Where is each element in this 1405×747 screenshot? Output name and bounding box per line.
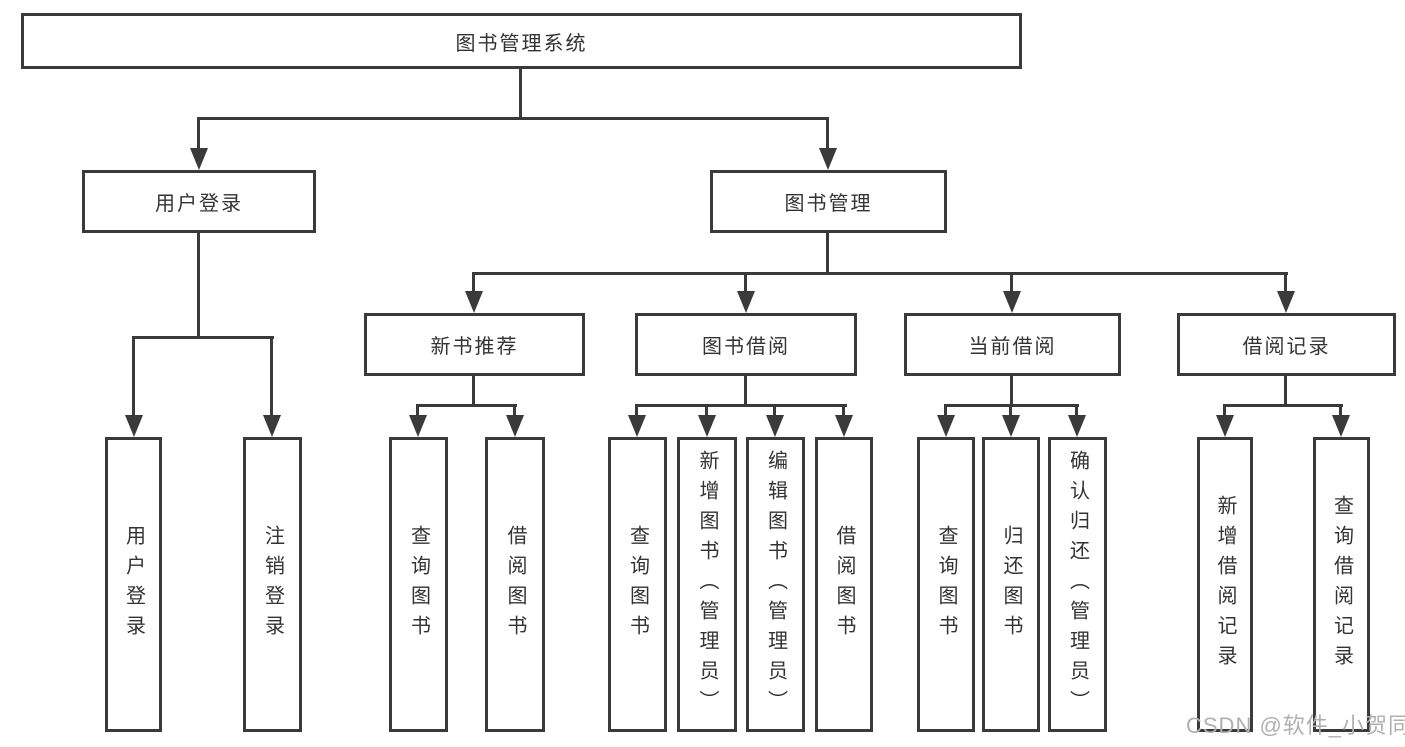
connector-vline bbox=[744, 376, 747, 407]
leaf-edit-books-admin: 编辑图书（管理员） bbox=[746, 437, 805, 732]
connector-vline bbox=[513, 404, 516, 418]
leaf-query-books-recommend: 查询图书 bbox=[389, 437, 448, 732]
leaf-confirm-return-admin: 确认归还（管理员） bbox=[1048, 437, 1107, 732]
csdn-watermark: CSDN @软件_小贺同学 bbox=[1186, 713, 1405, 738]
connector-vline bbox=[197, 233, 200, 339]
leaf-query-books-borrow: 查询图书 bbox=[608, 437, 667, 732]
leaf-return-books: 归还图书 bbox=[982, 437, 1040, 732]
leaf-label: 归还图书 bbox=[1000, 524, 1022, 645]
arrow-down-icon bbox=[1003, 291, 1021, 313]
node-current-borrow: 当前借阅 bbox=[904, 313, 1121, 376]
leaf-label: 编辑图书（管理员） bbox=[764, 449, 787, 720]
connector-vline bbox=[705, 404, 708, 418]
leaf-user-login: 用户登录 bbox=[105, 437, 162, 732]
leaf-add-borrow-record: 新增借阅记录 bbox=[1197, 437, 1253, 732]
leaf-label: 注销登录 bbox=[261, 524, 284, 645]
leaf-label: 借阅图书 bbox=[504, 524, 526, 645]
connector-vline bbox=[1223, 404, 1226, 418]
connector-vline bbox=[773, 404, 776, 418]
connector-vline bbox=[1075, 404, 1078, 418]
connector-vline bbox=[944, 404, 947, 418]
leaf-label: 查询借阅记录 bbox=[1330, 494, 1353, 675]
leaf-label: 新增图书（管理员） bbox=[696, 449, 718, 720]
leaf-query-borrow-record: 查询借阅记录 bbox=[1313, 437, 1370, 732]
arrow-down-icon bbox=[506, 415, 524, 437]
arrow-down-icon bbox=[835, 415, 853, 437]
connector-hline bbox=[132, 336, 274, 339]
leaf-label: 查询图书 bbox=[935, 524, 957, 645]
connector-hline bbox=[197, 117, 829, 120]
connector-vline bbox=[416, 404, 419, 418]
connector-vline bbox=[472, 376, 475, 407]
connector-hline bbox=[416, 404, 517, 407]
arrow-down-icon bbox=[698, 415, 716, 437]
arrow-down-icon bbox=[1277, 291, 1295, 313]
leaf-logout: 注销登录 bbox=[243, 437, 302, 732]
leaf-label: 查询图书 bbox=[626, 524, 649, 645]
connector-hline bbox=[1223, 404, 1343, 407]
arrow-down-icon bbox=[465, 291, 483, 313]
arrow-down-icon bbox=[125, 415, 143, 437]
node-book-borrow: 图书借阅 bbox=[635, 313, 857, 376]
connector-vline bbox=[197, 117, 200, 150]
node-borrow-records: 借阅记录 bbox=[1177, 313, 1396, 376]
leaf-borrow-books: 借阅图书 bbox=[815, 437, 873, 732]
arrow-down-icon bbox=[190, 148, 208, 170]
connector-vline bbox=[826, 117, 829, 150]
node-library-system: 图书管理系统 bbox=[21, 13, 1022, 69]
arrow-down-icon bbox=[1068, 415, 1086, 437]
connector-vline bbox=[1284, 376, 1287, 407]
connector-vline bbox=[826, 233, 829, 275]
connector-vline bbox=[1010, 272, 1013, 295]
connector-hline bbox=[635, 404, 847, 407]
connector-vline bbox=[744, 272, 747, 295]
leaf-query-books-current: 查询图书 bbox=[917, 437, 975, 732]
leaf-add-books-admin: 新增图书（管理员） bbox=[677, 437, 737, 732]
connector-vline bbox=[1339, 404, 1342, 418]
connector-vline bbox=[519, 69, 522, 119]
arrow-down-icon bbox=[1216, 415, 1234, 437]
connector-vline bbox=[1009, 404, 1012, 418]
leaf-label: 新增借阅记录 bbox=[1214, 494, 1236, 675]
leaf-borrow-books-recommend: 借阅图书 bbox=[485, 437, 545, 732]
leaf-label: 借阅图书 bbox=[833, 524, 855, 645]
connector-vline bbox=[270, 336, 273, 417]
arrow-down-icon bbox=[263, 415, 281, 437]
connector-vline bbox=[635, 404, 638, 418]
connector-vline bbox=[1284, 272, 1287, 295]
connector-vline bbox=[842, 404, 845, 418]
node-user-login: 用户登录 bbox=[82, 170, 316, 233]
arrow-down-icon bbox=[409, 415, 427, 437]
node-new-book-recommend: 新书推荐 bbox=[364, 313, 585, 376]
leaf-label: 用户登录 bbox=[122, 524, 145, 645]
leaf-label: 确认归还（管理员） bbox=[1066, 449, 1089, 720]
connector-hline bbox=[472, 272, 1288, 275]
leaf-label: 查询图书 bbox=[407, 524, 430, 645]
arrow-down-icon bbox=[1002, 415, 1020, 437]
arrow-down-icon bbox=[1332, 415, 1350, 437]
node-book-management: 图书管理 bbox=[710, 170, 947, 233]
connector-vline bbox=[132, 336, 135, 417]
arrow-down-icon bbox=[766, 415, 784, 437]
arrow-down-icon bbox=[819, 148, 837, 170]
connector-vline bbox=[1010, 376, 1013, 407]
arrow-down-icon bbox=[628, 415, 646, 437]
arrow-down-icon bbox=[737, 291, 755, 313]
arrow-down-icon bbox=[937, 415, 955, 437]
connector-vline bbox=[472, 272, 475, 295]
